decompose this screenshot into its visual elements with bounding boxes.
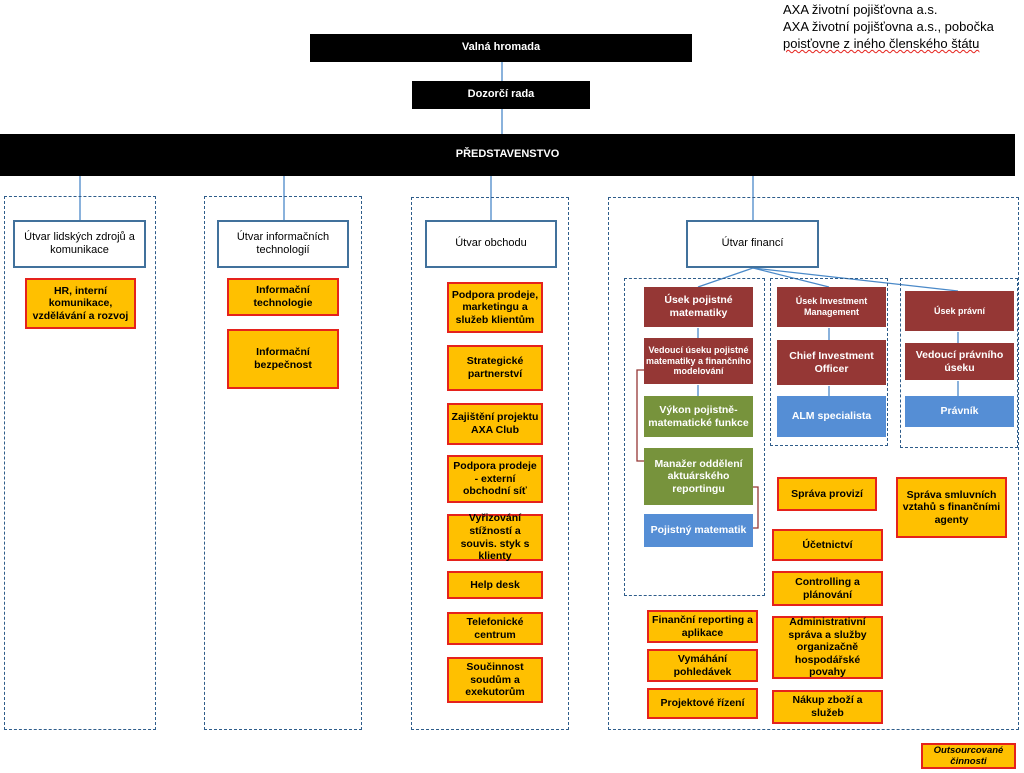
business-item-4: Podpora prodeje - externí obchodní síť: [447, 455, 543, 503]
legend-outsourced: Outsourcované činnosti: [921, 743, 1016, 769]
entity-line-2: AXA životní pojišťovna a.s., pobočka: [783, 19, 994, 34]
investment-alm-specialist: ALM specialista: [777, 396, 886, 437]
finance-outsourced-mid-2: Účetnictví: [772, 529, 883, 561]
actuarial-section-title: Úsek pojistné matematiky: [644, 287, 753, 328]
actuarial-section-frame: [624, 278, 765, 596]
entity-name-block: AXA životní pojišťovna a.s. AXA životní …: [783, 1, 994, 52]
business-item-8: Součinnost soudům a exekutorům: [447, 657, 543, 703]
hr-item-1: HR, interní komunikace, vzdělávání a roz…: [25, 278, 136, 329]
it-item-2: Informační bezpečnost: [227, 329, 339, 389]
entity-line-3: poisťovne z iného členského štátu: [783, 36, 980, 51]
supervisory-board-box: Dozorčí rada: [412, 81, 590, 109]
finance-outsourced-left-2: Vymáhání pohledávek: [647, 649, 758, 682]
actuarial-reporting-manager: Manažer oddělení aktuárského reportingu: [644, 448, 753, 505]
investment-section-frame: [770, 278, 888, 446]
entity-line-1: AXA životní pojišťovna a.s.: [783, 2, 938, 17]
actuarial-head: Vedoucí úseku pojistné matematiky a fina…: [644, 338, 753, 385]
finance-outsourced-left-3: Projektové řízení: [647, 688, 758, 719]
finance-outsourced-mid-5: Nákup zboží a služeb: [772, 690, 883, 724]
finance-department-title: Útvar financí: [686, 220, 819, 268]
finance-outsourced-left-1: Finanční reporting a aplikace: [647, 610, 758, 643]
business-department-frame: [411, 197, 569, 730]
investment-cio: Chief Investment Officer: [777, 340, 886, 386]
business-department-title: Útvar obchodu: [425, 220, 557, 268]
lawyer: Právník: [905, 396, 1014, 427]
it-department-title: Útvar informačních technologií: [217, 220, 349, 268]
business-item-6: Help desk: [447, 571, 543, 599]
business-item-2: Strategické partnerství: [447, 345, 543, 391]
business-item-1: Podpora prodeje, marketingu a služeb kli…: [447, 282, 543, 333]
general-meeting-box: Valná hromada: [310, 34, 692, 62]
hr-department-title: Útvar lidských zdrojů a komunikace: [13, 220, 146, 268]
finance-outsourced-mid-1: Správa provizí: [777, 477, 877, 511]
finance-department-frame: [608, 197, 1019, 730]
business-item-5: Vyřizování stížností a souvis. styk s kl…: [447, 512, 543, 562]
actuarial-function: Výkon pojistně-matematické funkce: [644, 396, 753, 437]
finance-outsourced-right-1: Správa smluvních vztahů s finančními age…: [896, 477, 1007, 538]
actuary: Pojistný matematik: [644, 514, 753, 547]
business-item-7: Telefonické centrum: [447, 612, 543, 645]
it-department-frame: [204, 196, 362, 730]
finance-outsourced-mid-3: Controlling a plánování: [772, 571, 883, 606]
hr-department-frame: [4, 196, 156, 730]
legal-head: Vedoucí právního úseku: [905, 343, 1014, 381]
finance-outsourced-mid-4: Administrativní správa a služby organiza…: [772, 616, 883, 679]
business-item-3: Zajištění projektu AXA Club: [447, 403, 543, 445]
legal-section-title: Úsek právní: [905, 291, 1014, 332]
legal-section-frame: [900, 278, 1018, 448]
it-item-1: Informační technologie: [227, 278, 339, 316]
investment-section-title: Úsek Investment Management: [777, 287, 886, 328]
board-box: PŘEDSTAVENSTVO: [0, 134, 1015, 176]
